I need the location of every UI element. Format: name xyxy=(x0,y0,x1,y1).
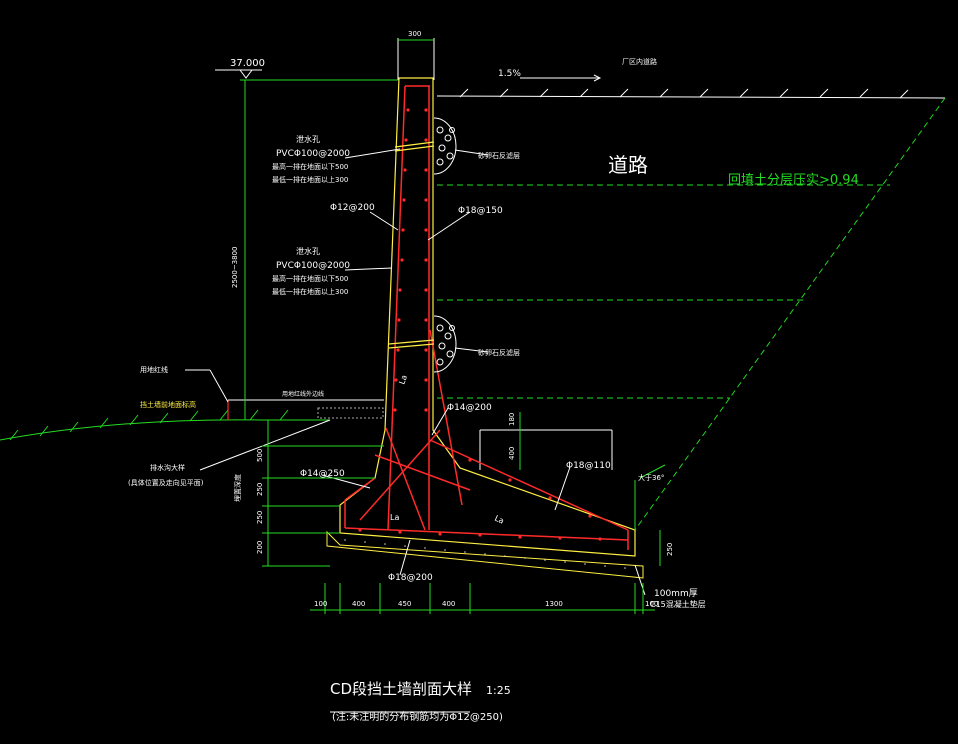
concrete-cushion xyxy=(326,530,644,579)
gravel-filter-upper xyxy=(433,117,457,175)
drawing-scale: 1:25 xyxy=(486,684,511,697)
dim-bottom-400a: 400 xyxy=(352,600,365,608)
weep-hole-spec-2: PVCΦ100@2000 xyxy=(276,261,350,271)
plan-red-line-text: 用地红线 xyxy=(140,365,168,374)
drawing-note: (注:未注明的分布钢筋均为Φ12@250) xyxy=(332,710,503,723)
dim-bottom-100a: 100 xyxy=(314,600,327,608)
slope-text: 1.5% xyxy=(498,69,521,79)
top-width-text: 300 xyxy=(408,30,421,38)
weep-hole-note-1b: 最低一排在地面以上300 xyxy=(272,175,348,184)
dim-250a-text: 250 xyxy=(256,483,264,496)
drawing-title: CD段挡土墙剖面大样 xyxy=(330,680,472,698)
dimension-lines xyxy=(240,39,666,614)
backfill-text: 回填土分层压实>0.94 xyxy=(728,173,859,188)
outside-ground-text: 挡土墙前地面标高 xyxy=(140,400,196,409)
weep-hole-note-2b: 最低一排在地面以上300 xyxy=(272,287,348,296)
wall-outline-white xyxy=(397,38,435,80)
weep-hole-spec-1: PVCΦ100@2000 xyxy=(276,149,350,159)
dim-bottom-400b: 400 xyxy=(442,600,455,608)
weep-hole-title-1: 泄水孔 xyxy=(296,134,320,144)
road-width-note-text: 用地红线外边线 xyxy=(282,390,324,398)
dim-bottom-1300: 1300 xyxy=(545,600,563,608)
slope-arrow xyxy=(520,74,602,82)
gravel-text-2: 砂卵石反滤层 xyxy=(478,348,520,357)
drain-note-2-text: (具体位置及走向见平面) xyxy=(128,478,204,487)
angle-text: 大于36° xyxy=(638,473,664,482)
plant-road-text: 厂区内道路 xyxy=(622,57,657,66)
wall-concrete-outline xyxy=(339,77,636,557)
weep-hole-lower xyxy=(388,339,435,349)
gravel-text-1: 砂卵石反滤层 xyxy=(478,151,520,160)
dim-bottom-100b: 100 xyxy=(645,600,658,608)
elevation-text: 37.000 xyxy=(230,58,265,69)
road-text: 道路 xyxy=(608,153,648,177)
weep-hole-note-2a: 最高一排在地面以下500 xyxy=(272,274,348,283)
la-text-1: La xyxy=(397,374,409,386)
dim-500-text: 500 xyxy=(256,449,264,462)
height-dim-text: 2500~3800 xyxy=(231,247,239,289)
rebar-bottom-text: Φ18@200 xyxy=(388,573,433,583)
drain-note-text: 排水沟大样 xyxy=(150,463,185,472)
depth-note-text: 埋置深度 xyxy=(233,474,242,502)
leader-lines xyxy=(185,148,646,596)
dim-180-text: 180 xyxy=(508,413,516,426)
rebar-back-text: Φ18@150 xyxy=(458,206,503,216)
dim-250b-text: 250 xyxy=(256,511,264,524)
dim-250c-text: 250 xyxy=(666,543,674,556)
cushion-dots xyxy=(344,539,626,569)
gravel-filter-lower xyxy=(433,315,457,373)
weep-hole-title-2: 泄水孔 xyxy=(296,246,320,256)
cushion-text-1: 100mm厚 xyxy=(654,588,698,599)
dim-200-text: 200 xyxy=(256,541,264,554)
drain-ditch xyxy=(227,399,384,420)
dim-400-text: 400 xyxy=(508,447,516,460)
cushion-text-2: C15混凝土垫层 xyxy=(650,599,706,609)
rebar-dots xyxy=(358,108,602,541)
elevation-marker xyxy=(215,69,262,79)
front-ground xyxy=(0,409,330,441)
backfill-outline xyxy=(436,95,946,531)
rebar-cage xyxy=(344,85,629,550)
ground-hatch-top xyxy=(459,88,909,99)
rebar-toe-text: Φ14@250 xyxy=(300,469,345,479)
la-text-3: La xyxy=(493,514,505,526)
rebar-heel-text: Φ18@110 xyxy=(566,461,611,471)
weep-hole-note-1a: 最高一排在地面以下500 xyxy=(272,162,348,171)
rebar-heel-top-text: Φ14@200 xyxy=(447,403,492,413)
rebar-front-text: Φ12@200 xyxy=(330,203,375,213)
weep-hole-upper xyxy=(394,141,435,152)
la-text-2: La xyxy=(390,513,399,522)
dim-bottom-450: 450 xyxy=(398,600,411,608)
